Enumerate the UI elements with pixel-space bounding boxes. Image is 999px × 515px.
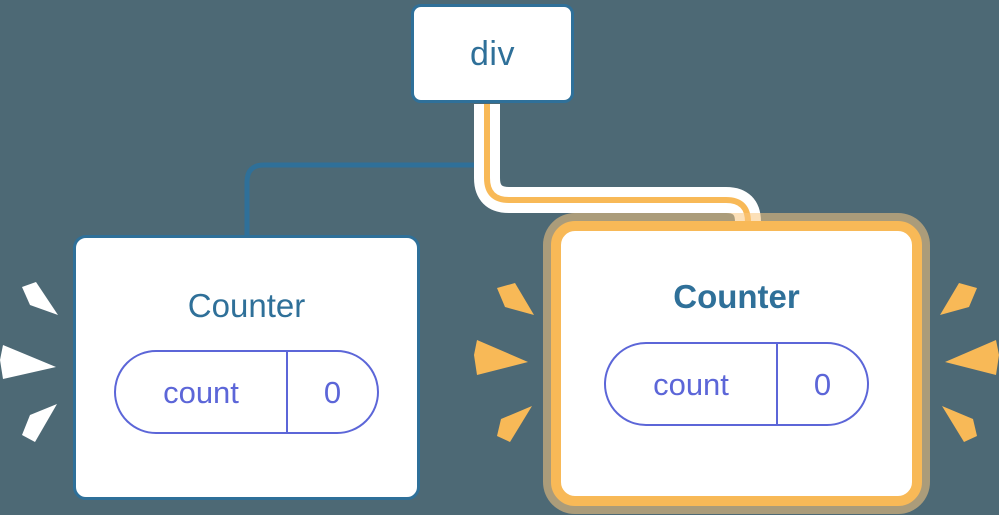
state-pill-left-value: 0 [323,374,342,410]
edge-div-to-counter-right [484,104,751,240]
node-counter-right[interactable]: Counter count 0 [551,221,922,506]
node-div[interactable]: div [411,4,574,103]
state-pill-left: count 0 [114,350,379,434]
state-pill-left-key: count [116,352,288,432]
state-pill-right-key: count [606,344,778,424]
sparkle-group-middle [474,283,534,442]
sparkle-group-right [940,283,999,442]
sparkle-ray-icon [497,283,534,315]
state-pill-right-value: 0 [813,366,832,402]
sparkle-ray-icon [945,340,999,375]
node-counter-right-title: Counter [673,278,800,315]
node-div-label: div [470,34,515,73]
sparkle-ray-icon [22,282,58,315]
sparkle-ray-icon [0,345,56,379]
sparkle-ray-icon [942,406,977,442]
edge-highlight-halo [474,104,761,240]
sparkle-ray-icon [497,406,532,442]
node-counter-left[interactable]: Counter count 0 [73,235,420,500]
sparkle-ray-icon [940,283,977,315]
sparkle-ray-icon [474,340,528,375]
edge-div-to-counter-left [244,104,496,238]
state-pill-right: count 0 [604,342,869,426]
node-counter-left-title: Counter [187,287,306,324]
sparkle-ray-icon [22,404,57,442]
sparkle-group-left [0,282,58,442]
